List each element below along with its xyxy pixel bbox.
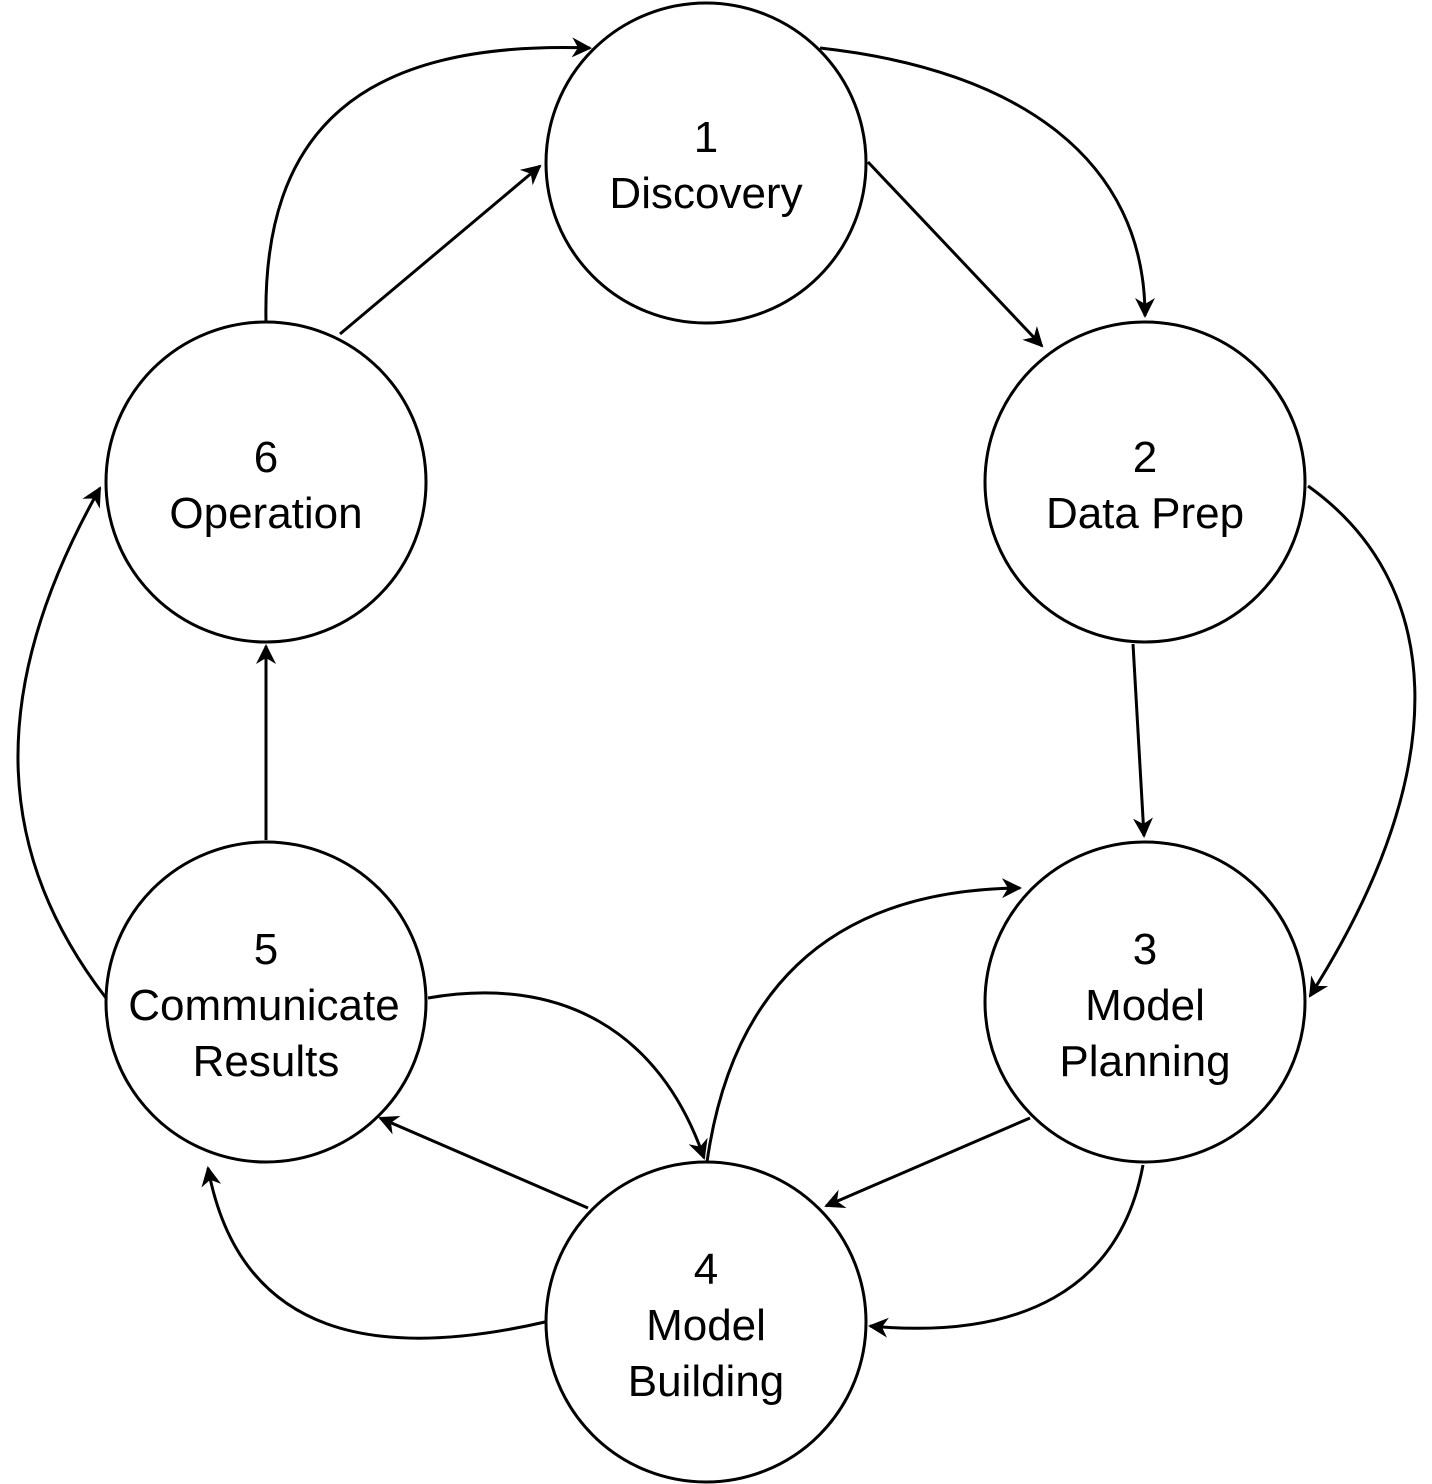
edge-model-planning-to-model-building-curved — [868, 1164, 1145, 1338]
node-communicate-results-label-line1: Communicate — [128, 981, 399, 1030]
edge-model-building-to-communicate-results-curved — [201, 1166, 546, 1340]
node-discovery-label: Discovery — [609, 169, 802, 218]
node-operation: 6 Operation — [104, 320, 428, 644]
edge-discovery-to-data-prep-straight — [866, 160, 1044, 348]
node-data-prep: 2 Data Prep — [983, 320, 1307, 644]
nodes-group: 1 Discovery 2 Data Prep 3 Model Planning… — [104, 1, 1307, 1484]
node-data-prep-label: Data Prep — [1046, 489, 1244, 538]
node-operation-number: 6 — [254, 433, 278, 482]
node-model-planning-label-line2: Planning — [1059, 1037, 1230, 1086]
node-data-prep-number: 2 — [1133, 433, 1157, 482]
node-model-planning: 3 Model Planning — [983, 840, 1307, 1164]
node-model-building-label-line2: Building — [628, 1357, 785, 1406]
edge-communicate-results-to-operation-curved — [16, 486, 108, 999]
node-model-building: 4 Model Building — [544, 1160, 868, 1484]
node-model-building-label-line1: Model — [646, 1301, 766, 1350]
edge-communicate-results-to-model-building-curved — [427, 991, 708, 1160]
node-data-prep-circle — [983, 320, 1307, 644]
node-discovery-number: 1 — [694, 113, 718, 162]
node-communicate-results-label-line2: Results — [193, 1037, 340, 1086]
node-communicate-results: 5 Communicate Results — [104, 840, 428, 1164]
node-model-building-number: 4 — [694, 1245, 718, 1294]
node-communicate-results-number: 5 — [254, 925, 278, 974]
edge-operation-to-discovery-curved — [264, 37, 592, 323]
node-communicate-results-circle — [104, 840, 428, 1164]
node-model-planning-circle — [983, 840, 1307, 1164]
node-model-building-circle — [544, 1160, 868, 1484]
node-operation-circle — [104, 320, 428, 644]
edge-data-prep-to-model-planning-straight — [1131, 643, 1153, 838]
node-model-planning-number: 3 — [1133, 925, 1157, 974]
edge-data-prep-to-model-planning-curved — [1307, 484, 1417, 998]
edge-model-building-to-communicate-results-straight — [378, 1115, 589, 1210]
edge-model-planning-to-model-building-straight — [824, 1116, 1031, 1209]
node-discovery-circle — [544, 1, 868, 325]
node-model-planning-label-line1: Model — [1085, 981, 1205, 1030]
edge-operation-to-discovery-straight — [339, 164, 542, 336]
node-discovery: 1 Discovery — [544, 1, 868, 325]
node-operation-label: Operation — [169, 489, 362, 538]
edges-group — [16, 37, 1417, 1340]
edge-discovery-to-data-prep-curved — [819, 46, 1155, 318]
edge-model-building-to-model-planning-curved — [705, 878, 1022, 1163]
